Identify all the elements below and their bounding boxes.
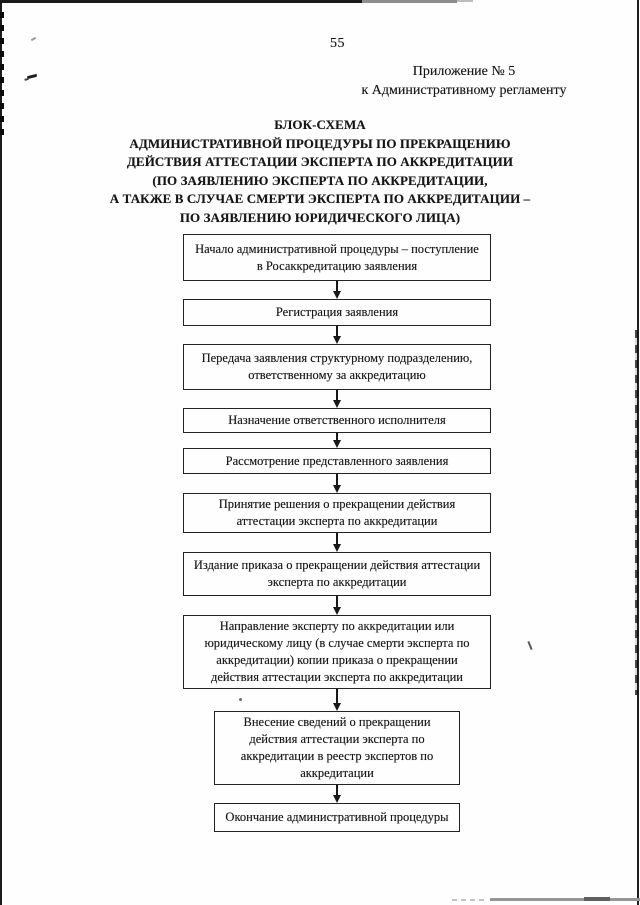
scan-artifact xyxy=(239,698,242,701)
page-border-bottom xyxy=(490,898,640,901)
arrow-line xyxy=(336,596,338,607)
step-box-registration: Регистрация заявления xyxy=(183,299,491,326)
appendix-target: к Административному регламенту xyxy=(361,83,567,98)
arrow-head xyxy=(333,485,341,493)
step-box-registry-entry: Внесение сведений о прекращении действия… xyxy=(214,711,460,785)
arrow-head xyxy=(333,607,341,615)
arrow-head xyxy=(333,400,341,408)
scan-artifact xyxy=(362,0,457,3)
scan-artifact xyxy=(26,73,38,80)
title-line: БЛОК-СХЕМА xyxy=(274,117,366,132)
scan-artifact xyxy=(452,899,488,901)
arrow-head xyxy=(333,795,341,803)
step-box-transfer: Передача заявления структурному подразде… xyxy=(183,344,491,390)
arrow-line xyxy=(336,281,338,291)
title-line: ПО ЗАЯВЛЕНИЮ ЮРИДИЧЕСКОГО ЛИЦА) xyxy=(179,209,461,225)
scan-artifact xyxy=(584,897,610,901)
arrow-line xyxy=(336,474,338,485)
down-arrow-icon xyxy=(183,474,491,493)
arrow-line xyxy=(336,533,338,544)
step-box-order-issue: Издание приказа о прекращении действия а… xyxy=(183,552,491,596)
arrow-line xyxy=(336,689,338,703)
arrow-head xyxy=(333,291,341,299)
arrow-head xyxy=(333,440,341,448)
step-box-send-copy: Направление эксперту по аккредитации или… xyxy=(183,615,491,689)
down-arrow-icon xyxy=(183,785,491,803)
title-line: А ТАКЖЕ В СЛУЧАЕ СМЕРТИ ЭКСПЕРТА ПО АККР… xyxy=(109,191,531,206)
arrow-head xyxy=(333,336,341,344)
flowchart: Начало административной процедуры – пост… xyxy=(183,234,491,832)
down-arrow-icon xyxy=(183,596,491,615)
scan-artifact xyxy=(0,12,4,142)
down-arrow-icon xyxy=(183,689,491,711)
page-number: 55 xyxy=(330,36,345,51)
scan-artifact xyxy=(635,330,638,695)
document-title: БЛОК-СХЕМА АДМИНИСТРАТИВНОЙ ПРОЦЕДУРЫ ПО… xyxy=(0,116,640,227)
arrow-line xyxy=(336,390,338,400)
down-arrow-icon xyxy=(183,533,491,552)
title-line: ДЕЙСТВИЯ АТТЕСТАЦИИ ЭКСПЕРТА ПО АККРЕДИТ… xyxy=(126,154,514,169)
step-box-end: Окончание административной процедуры xyxy=(214,803,460,832)
scan-artifact xyxy=(30,36,37,42)
scan-artifact xyxy=(457,0,473,2)
down-arrow-icon xyxy=(183,433,491,448)
arrow-head xyxy=(333,703,341,711)
down-arrow-icon xyxy=(183,281,491,299)
appendix-label: Приложение № 5 xyxy=(412,64,516,79)
down-arrow-icon xyxy=(183,326,491,344)
arrow-head xyxy=(333,544,341,552)
step-box-start: Начало административной процедуры – пост… xyxy=(183,234,491,281)
step-box-decision: Принятие решения о прекращении действия … xyxy=(183,493,491,533)
appendix-header: Приложение № 5 к Административному регла… xyxy=(352,62,576,100)
down-arrow-icon xyxy=(183,390,491,408)
page-border-right xyxy=(637,0,639,905)
arrow-line xyxy=(336,433,338,440)
page-border-left xyxy=(0,0,2,905)
title-line: (ПО ЗАЯВЛЕНИЮ ЭКСПЕРТА ПО АККРЕДИТАЦИИ, xyxy=(152,172,488,188)
arrow-line xyxy=(336,326,338,336)
page-border-top xyxy=(0,0,362,3)
title-line: АДМИНИСТРАТИВНОЙ ПРОЦЕДУРЫ ПО ПРЕКРАЩЕНИ… xyxy=(129,135,511,151)
arrow-line xyxy=(336,785,338,795)
step-box-review: Рассмотрение представленного заявления xyxy=(183,448,491,474)
scan-artifact xyxy=(527,640,533,651)
step-box-assign-executor: Назначение ответственного исполнителя xyxy=(183,408,491,433)
